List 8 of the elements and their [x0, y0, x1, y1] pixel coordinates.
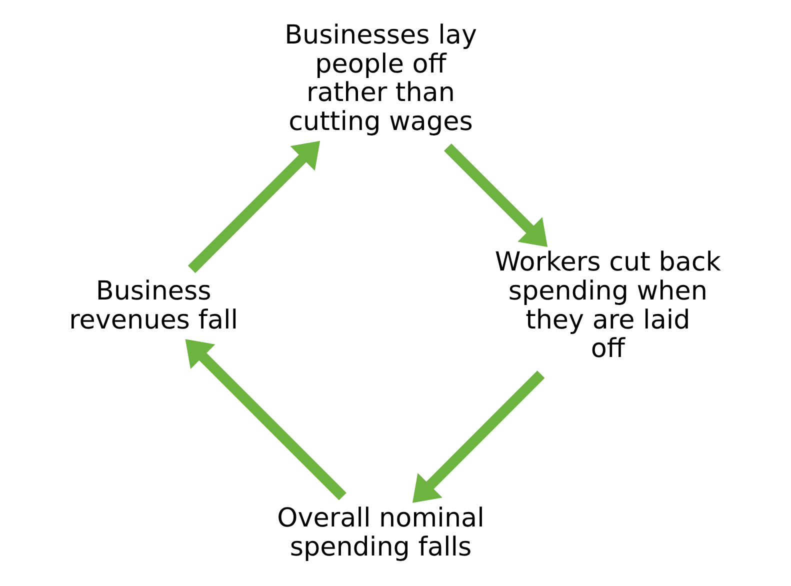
- arrow: [444, 143, 548, 248]
- node-text: Business revenues fall: [69, 276, 238, 336]
- node-text: Businesses lay people off rather than cutting wages: [284, 20, 477, 138]
- arrow: [185, 339, 346, 500]
- arrow: [188, 140, 320, 274]
- node-text: Workers cut back spending when they are laid off: [494, 248, 721, 364]
- arrow: [412, 370, 545, 503]
- node-text: Overall nominal spending falls: [277, 504, 484, 563]
